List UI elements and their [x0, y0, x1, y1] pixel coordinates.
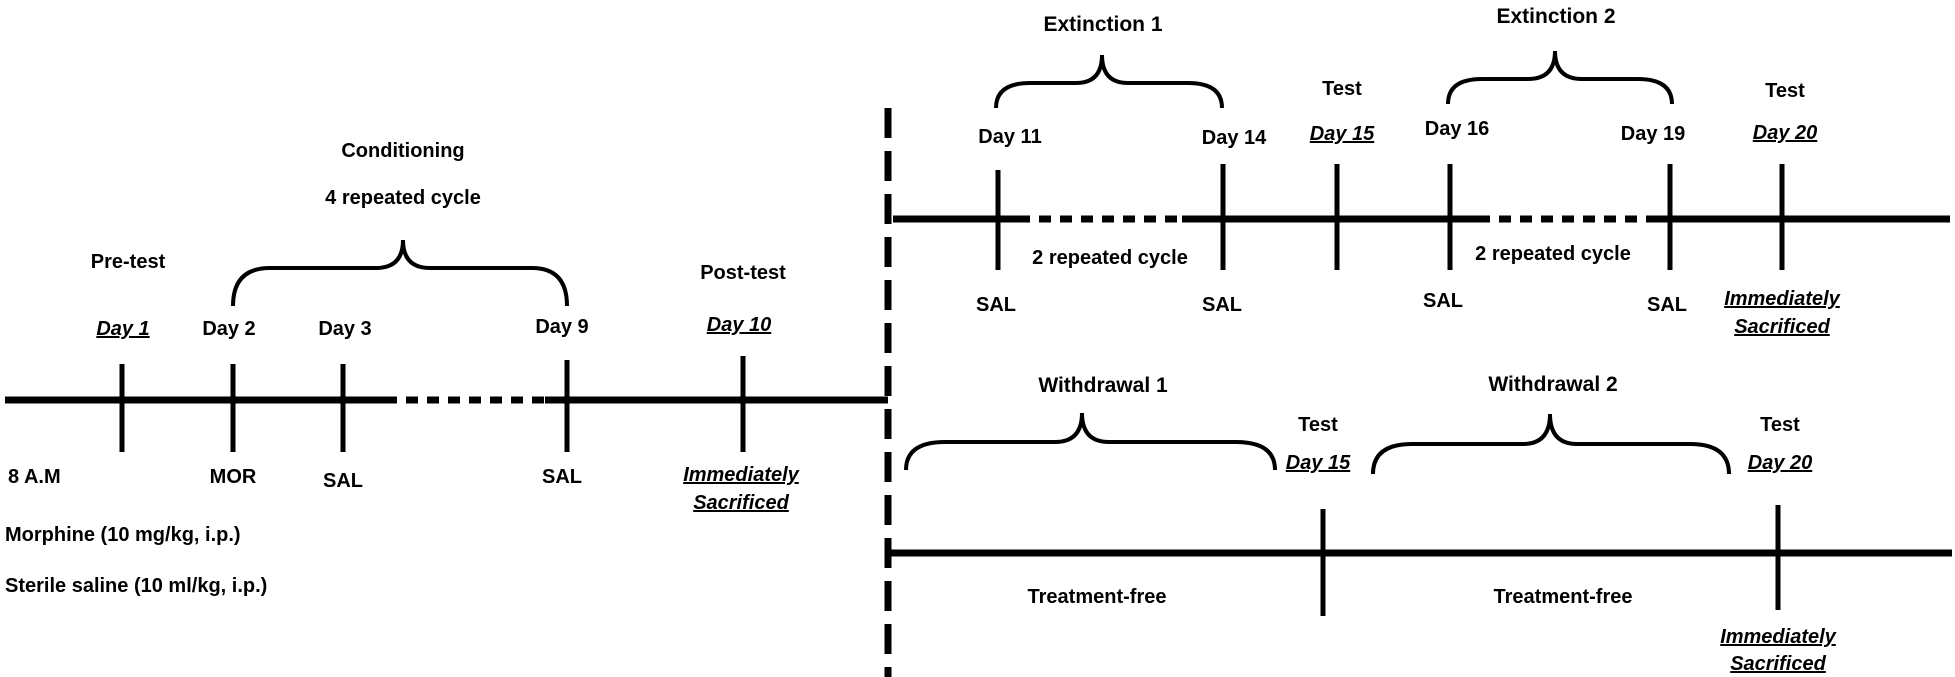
wd-test1-label: Test — [1298, 414, 1338, 436]
extinction1-label: Extinction 1 — [1043, 13, 1162, 36]
sacrificed-line1: Immediately — [683, 464, 799, 486]
pretest-label: Pre-test — [91, 251, 166, 273]
treatment-free-1: Treatment-free — [1028, 586, 1167, 608]
day3-label: Day 3 — [318, 318, 371, 340]
posttest-label: Post-test — [700, 262, 786, 284]
cycle-label: 4 repeated cycle — [325, 187, 481, 209]
day1-label: Day 1 — [96, 318, 149, 340]
sal-day9-label: SAL — [542, 466, 582, 488]
ext-test1-label: Test — [1322, 78, 1362, 100]
withdrawal2-label: Withdrawal 2 — [1488, 373, 1617, 396]
day19-label: Day 19 — [1621, 123, 1686, 145]
withdrawal2-brace — [1371, 413, 1731, 475]
withdrawal1-label: Withdrawal 1 — [1038, 374, 1168, 397]
ext-cycle1-label: 2 repeated cycle — [1032, 247, 1188, 269]
ext-day20-label: Day 20 — [1753, 122, 1818, 144]
ext-test2-label: Test — [1765, 80, 1805, 102]
treatment-free-2: Treatment-free — [1494, 586, 1633, 608]
extinction2-brace — [1446, 50, 1674, 105]
withdrawal1-brace — [904, 412, 1277, 471]
legend-saline: Sterile saline (10 ml/kg, i.p.) — [5, 575, 267, 597]
conditioning-label: Conditioning — [341, 140, 464, 162]
sal-day14-label: SAL — [1202, 294, 1242, 316]
ext-cycle2-label: 2 repeated cycle — [1475, 243, 1631, 265]
time-label: 8 A.M — [8, 466, 61, 488]
ext-day15-label: Day 15 — [1310, 123, 1375, 145]
day11-label: Day 11 — [978, 126, 1041, 148]
day2-label: Day 2 — [202, 318, 255, 340]
sal-day16-label: SAL — [1423, 290, 1463, 312]
ext-sacrificed-line2: Sacrificed — [1734, 316, 1830, 338]
sal-day3-label: SAL — [323, 470, 363, 492]
extinction2-label: Extinction 2 — [1496, 5, 1615, 28]
wd-test2-label: Test — [1760, 414, 1800, 436]
extinction1-brace — [994, 54, 1224, 109]
mor-label: MOR — [210, 466, 257, 488]
day14-label: Day 14 — [1202, 127, 1267, 149]
wd-sacrificed-line2: Sacrificed — [1730, 653, 1826, 675]
legend-morphine: Morphine (10 mg/kg, i.p.) — [5, 524, 241, 546]
sacrificed-line2: Sacrificed — [693, 492, 789, 514]
sal-day11-label: SAL — [976, 294, 1016, 316]
sal-day19-label: SAL — [1647, 294, 1687, 316]
conditioning-brace — [231, 239, 569, 307]
wd-sacrificed-line1: Immediately — [1720, 626, 1836, 648]
day16-label: Day 16 — [1425, 118, 1490, 140]
day9-label: Day 9 — [535, 316, 588, 338]
day10-label: Day 10 — [707, 314, 772, 336]
wd-day15-label: Day 15 — [1286, 452, 1351, 474]
wd-day20-label: Day 20 — [1748, 452, 1813, 474]
ext-sacrificed-line1: Immediately — [1724, 288, 1840, 310]
